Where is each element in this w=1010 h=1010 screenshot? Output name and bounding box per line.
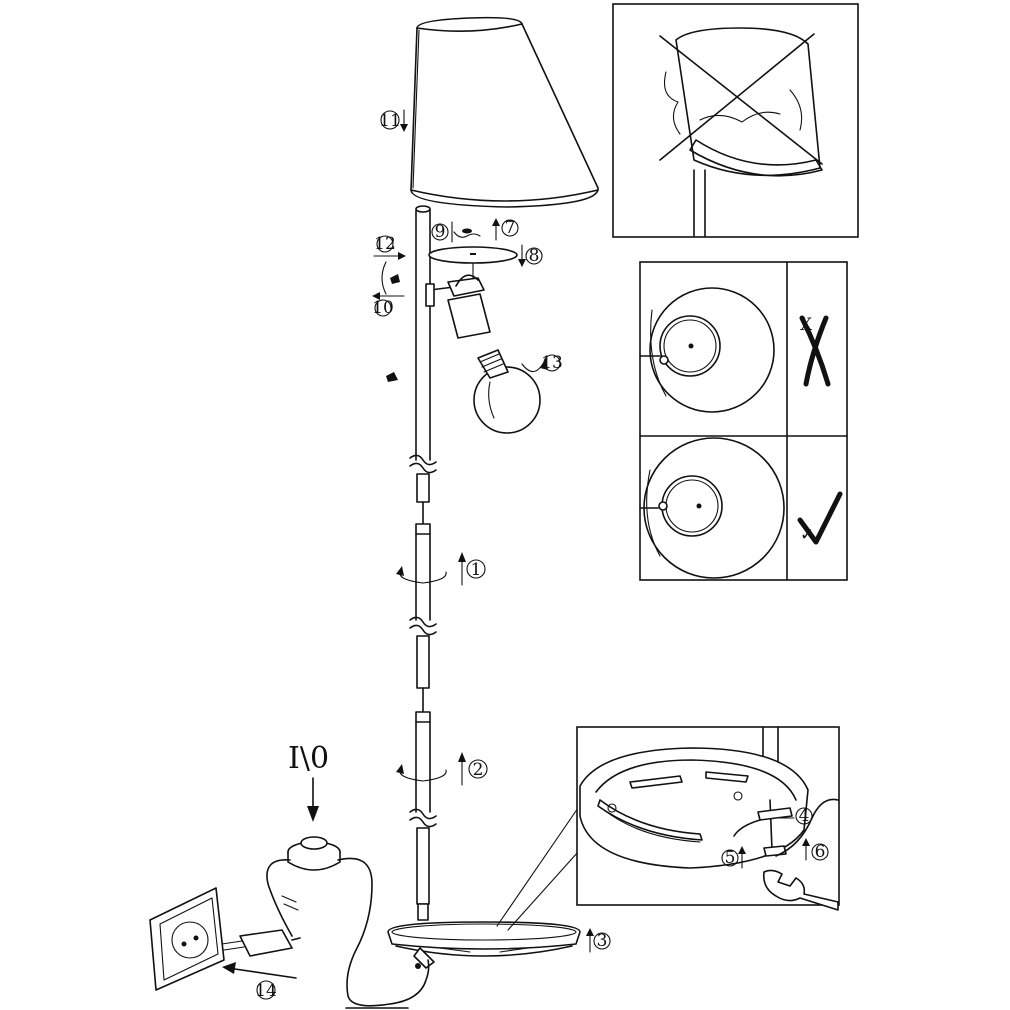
check-mark: ✓	[797, 491, 843, 545]
svg-text:10: 10	[372, 298, 394, 318]
lamp-shade	[410, 16, 599, 208]
step-12-label: 12	[373, 234, 406, 295]
step-3-label: 3	[586, 928, 611, 953]
svg-text:3: 3	[597, 931, 608, 951]
svg-text:6: 6	[815, 842, 826, 862]
svg-text:X: X	[800, 315, 813, 335]
side-screw-top	[390, 274, 400, 284]
svg-text:4: 4	[799, 806, 810, 826]
screw-ring	[453, 228, 481, 238]
plug	[221, 929, 301, 957]
step-8-label: 8	[518, 244, 543, 267]
base-plate	[387, 921, 581, 969]
panel-alignment	[639, 261, 848, 581]
svg-text:14: 14	[255, 981, 277, 1001]
step-11-label: 11	[379, 109, 408, 132]
alignment-correct-view	[639, 437, 785, 579]
foot-switch	[287, 836, 341, 871]
svg-text:11: 11	[379, 111, 401, 131]
step-10-label: 10	[372, 292, 405, 318]
step-6-label: 6	[802, 838, 829, 862]
svg-text:I\0: I\0	[288, 741, 329, 776]
lamp-holder	[425, 274, 491, 339]
step-5-label: 5	[721, 846, 746, 869]
wrong-mark: X	[799, 315, 831, 387]
spanner-icon	[762, 869, 839, 911]
washer-disc	[428, 246, 518, 279]
svg-text:1: 1	[471, 560, 482, 580]
svg-text:7: 7	[505, 218, 516, 238]
step-1-label: 1	[458, 552, 486, 586]
svg-text:13: 13	[541, 353, 563, 373]
svg-text:✓: ✓	[800, 525, 814, 545]
step-9-label: 9	[431, 221, 453, 243]
side-screw-bottom	[386, 372, 398, 382]
svg-text:2: 2	[473, 760, 484, 780]
step-13-label: 13	[521, 353, 563, 373]
panel-base-detail	[576, 726, 840, 906]
switch-symbol: I\0	[288, 741, 329, 822]
svg-text:12: 12	[374, 234, 396, 254]
lamp-pole	[409, 205, 437, 921]
step-14-label: 14	[222, 962, 297, 1001]
zoom-line-upper	[496, 807, 579, 927]
svg-text:5: 5	[725, 848, 736, 868]
bulb-icon	[473, 349, 541, 434]
svg-text:8: 8	[529, 246, 540, 266]
step-2-label: 2	[458, 752, 488, 786]
step-7-label: 7	[492, 218, 519, 241]
rotate-arrow-1	[396, 566, 447, 584]
zoom-line-lower	[507, 851, 579, 931]
step-4-label: 4	[779, 806, 813, 826]
svg-text:9: 9	[435, 222, 446, 242]
cable	[266, 857, 430, 1007]
panel-wrong-shade	[612, 3, 859, 238]
wall-socket	[149, 887, 225, 991]
alignment-wrong-view	[639, 287, 775, 413]
rotate-arrow-2	[396, 764, 447, 782]
